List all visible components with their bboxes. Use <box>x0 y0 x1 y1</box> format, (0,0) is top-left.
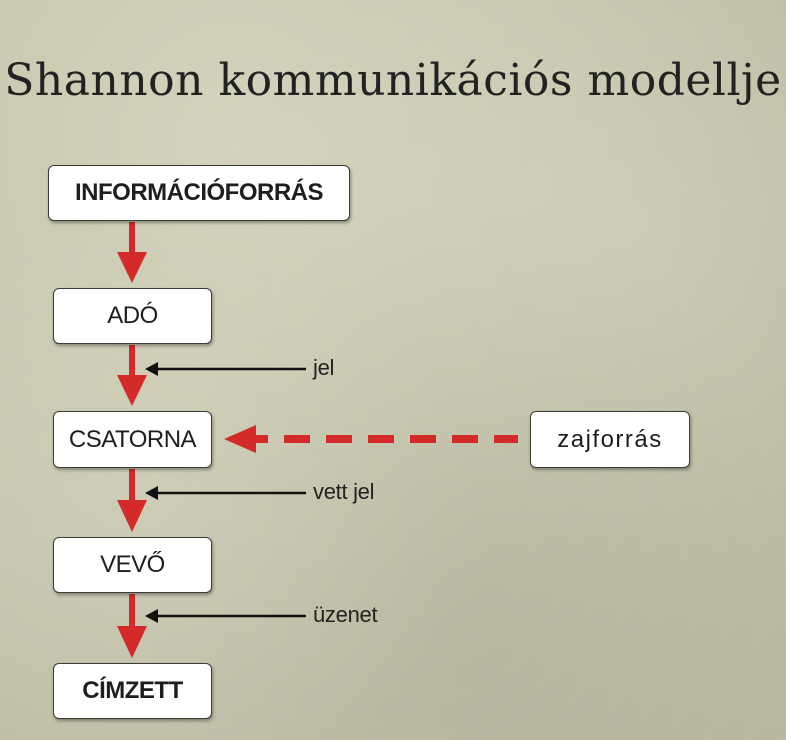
node-label: CÍMZETT <box>82 677 183 704</box>
flow-arrow-channel-receiver <box>117 469 147 532</box>
node-noise-source: zajforrás <box>530 411 690 468</box>
node-receiver: VEVŐ <box>53 537 212 593</box>
diagram-title: Shannon kommunikációs modellje <box>4 55 782 107</box>
flow-arrow-receiver-destination <box>117 594 147 658</box>
edge-label-received-signal: vett jel <box>313 479 375 504</box>
node-information-source: INFORMÁCIÓFORRÁS <box>48 165 350 221</box>
noise-dashed-arrow <box>224 425 518 453</box>
flow-arrow-source-transmitter <box>117 222 147 283</box>
label-arrow-received-signal <box>145 486 306 500</box>
node-label: CSATORNA <box>68 425 197 453</box>
node-label: zajforrás <box>557 425 663 453</box>
node-label: VEVŐ <box>100 551 165 578</box>
node-channel: CSATORNA <box>53 411 212 468</box>
edge-label-signal: jel <box>313 355 335 380</box>
edge-label-message: üzenet <box>313 602 378 627</box>
flow-arrow-transmitter-channel <box>117 345 147 406</box>
node-label: INFORMÁCIÓFORRÁS <box>75 179 323 206</box>
node-destination: CÍMZETT <box>53 663 212 719</box>
node-label: ADÓ <box>107 302 158 329</box>
label-arrow-message <box>145 609 306 623</box>
label-arrow-signal <box>145 362 306 376</box>
node-transmitter: ADÓ <box>53 288 212 344</box>
